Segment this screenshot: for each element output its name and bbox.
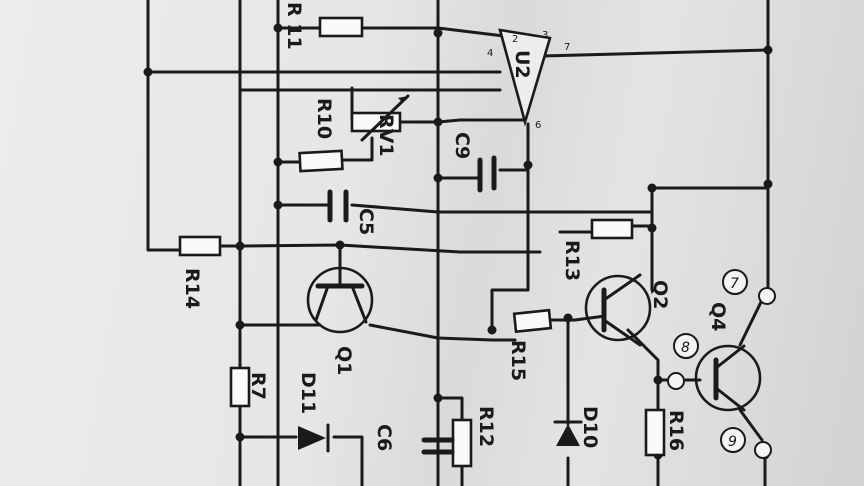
transistor-q2 xyxy=(584,273,652,347)
label-r16: R16 xyxy=(665,410,687,451)
label-r15: R15 xyxy=(507,340,529,381)
resistor-r12 xyxy=(451,418,473,468)
label-r11: R 11 xyxy=(283,2,305,50)
label-u2: U2 xyxy=(511,50,533,79)
resistor-r10 xyxy=(298,149,344,173)
resistor-r13 xyxy=(590,218,634,240)
terminal-8: 8 xyxy=(667,333,699,390)
u2-pin-6: 6 xyxy=(535,120,541,131)
diode-d10 xyxy=(553,418,583,446)
label-r13: R13 xyxy=(561,240,583,281)
transistor-q1 xyxy=(306,266,374,334)
opamp-u2: 2 3 4 7 6 xyxy=(487,28,570,131)
label-rv1: RV1 xyxy=(375,114,397,157)
label-c5: C5 xyxy=(355,208,377,235)
u2-pin-7: 7 xyxy=(564,42,570,53)
label-q4: Q4 xyxy=(707,302,729,331)
capacitor-c6 xyxy=(421,410,455,486)
u2-pin-2: 2 xyxy=(512,34,518,45)
u2-pin-3: 3 xyxy=(542,30,548,41)
terminal-7: 7 xyxy=(722,269,776,305)
capacitor-c9 xyxy=(477,155,497,193)
label-r14: R14 xyxy=(181,268,203,309)
label-c9: C9 xyxy=(451,132,473,159)
label-d10: D10 xyxy=(579,406,601,448)
label-q2: Q2 xyxy=(649,280,671,309)
transistor-q4 xyxy=(694,344,762,412)
u2-pin-4: 4 xyxy=(487,48,493,59)
capacitor-c5 xyxy=(327,189,349,223)
resistor-r14 xyxy=(178,235,222,257)
diode-d11 xyxy=(298,423,330,453)
junction-dots xyxy=(143,23,773,460)
resistor-r15 xyxy=(512,308,553,334)
label-c6: C6 xyxy=(373,424,395,451)
label-d11: D11 xyxy=(297,372,319,414)
potentiometer-rv1 xyxy=(350,94,410,142)
svg-text:7: 7 xyxy=(730,276,739,292)
terminal-9: 9 xyxy=(720,427,772,459)
label-r10: R10 xyxy=(313,98,335,139)
resistor-r11 xyxy=(318,16,364,38)
svg-text:8: 8 xyxy=(681,340,690,356)
svg-text:9: 9 xyxy=(728,434,737,450)
wires xyxy=(146,0,770,486)
label-r12: R12 xyxy=(475,406,497,447)
label-q1: Q1 xyxy=(333,346,355,375)
resistor-r16 xyxy=(644,408,666,457)
label-r7: R7 xyxy=(247,372,269,400)
resistor-r7 xyxy=(229,366,251,408)
